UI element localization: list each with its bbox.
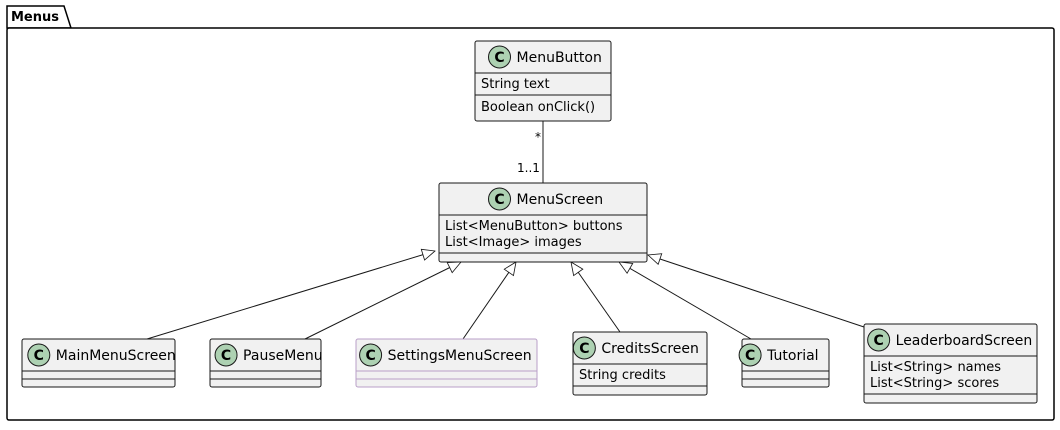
class-name: MenuScreen xyxy=(517,192,604,208)
multiplicity-target: 1..1 xyxy=(517,161,540,175)
multiplicity-source: * xyxy=(535,130,541,144)
class-name: LeaderboardScreen xyxy=(896,333,1033,349)
class-pause-menu: C PauseMenu xyxy=(209,338,323,388)
svg-text:C: C xyxy=(494,192,504,208)
svg-text:C: C xyxy=(579,341,589,357)
class-c-icon: C xyxy=(488,187,511,211)
class-field: List<Image> images xyxy=(445,235,582,250)
class-box xyxy=(355,338,538,388)
svg-text:C: C xyxy=(745,348,755,364)
generalization-edge-pause-menu xyxy=(304,262,461,340)
class-c-icon: C xyxy=(867,328,891,352)
class-field: List<String> names xyxy=(870,360,1001,375)
generalization-edge-settings-menu-screen xyxy=(462,262,516,340)
generalization-edge-credits-screen xyxy=(571,262,621,333)
relationships: * 1..1 xyxy=(146,121,865,340)
class-box xyxy=(21,338,176,388)
generalization-edge-tutorial xyxy=(619,262,752,340)
class-name: MainMenuScreen xyxy=(56,348,176,364)
class-c-icon: C xyxy=(359,343,383,367)
class-main-menu-screen: C MainMenuScreen xyxy=(21,338,176,388)
class-field: List<MenuButton> buttons xyxy=(445,219,623,234)
svg-text:C: C xyxy=(874,333,884,349)
class-c-icon: C xyxy=(738,343,762,367)
package-name: Menus xyxy=(11,10,59,25)
class-tutorial: C Tutorial xyxy=(738,338,830,388)
svg-text:C: C xyxy=(221,348,231,364)
class-box xyxy=(209,338,322,388)
class-c-icon: C xyxy=(27,343,51,367)
svg-text:C: C xyxy=(494,50,504,66)
class-name: Tutorial xyxy=(766,348,818,364)
class-method: Boolean onClick() xyxy=(481,100,595,115)
svg-text:C: C xyxy=(34,348,44,364)
association-edge: * 1..1 xyxy=(517,121,544,183)
class-name: CreditsScreen xyxy=(601,341,699,357)
class-name: MenuButton xyxy=(517,50,602,66)
class-c-icon: C xyxy=(488,45,511,69)
class-field: String text xyxy=(481,77,550,92)
class-field: List<String> scores xyxy=(870,376,999,391)
class-name: PauseMenu xyxy=(243,348,323,364)
generalization-edge-main-menu-screen xyxy=(146,251,435,340)
svg-text:C: C xyxy=(365,348,375,364)
class-box xyxy=(863,323,1038,404)
class-c-icon: C xyxy=(214,343,238,367)
class-name: SettingsMenuScreen xyxy=(388,348,532,364)
class-settings-menu-screen: C SettingsMenuScreen xyxy=(355,338,538,388)
generalization-edge-leaderboard-screen xyxy=(648,255,865,328)
class-field: String credits xyxy=(579,368,666,383)
class-c-icon: C xyxy=(572,336,596,360)
